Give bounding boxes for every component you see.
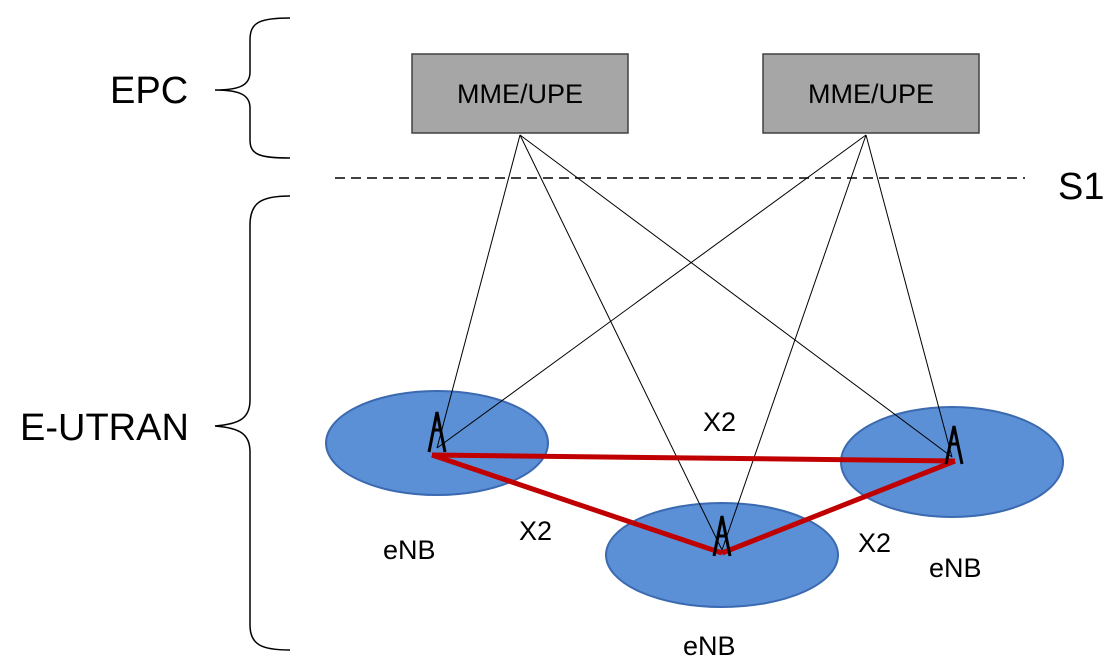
enb-left-cell[interactable] xyxy=(325,390,549,496)
s1-link xyxy=(519,134,723,551)
x2-links xyxy=(431,452,956,556)
x2-link-top xyxy=(431,452,956,464)
x2-left-label: X2 xyxy=(519,516,552,546)
mme-upe-right-node[interactable]: MME/UPE xyxy=(762,53,980,134)
e-utran-label: E-UTRAN xyxy=(20,407,189,449)
antenna-tower-icon xyxy=(712,515,732,557)
x2-right-label: X2 xyxy=(858,528,891,558)
s1-link xyxy=(436,134,521,449)
e-utran-brace xyxy=(214,195,291,651)
x2-link-right xyxy=(721,458,956,556)
s1-links xyxy=(436,134,953,551)
mme-upe-right-box[interactable] xyxy=(762,53,980,134)
mme-upe-left-label: MME/UPE xyxy=(457,79,583,109)
enb-bottom-label: eNB xyxy=(683,631,736,661)
enb-right-label: eNB xyxy=(929,553,982,583)
mme-upe-left-node[interactable]: MME/UPE xyxy=(411,53,629,134)
x2-link-left xyxy=(431,452,723,556)
epc-label: EPC xyxy=(110,70,188,112)
s1-link xyxy=(721,134,867,551)
antenna-tower-icon xyxy=(944,425,964,465)
enb-left-label: eNB xyxy=(383,535,436,565)
antenna-tower-icon xyxy=(427,411,447,453)
s1-link xyxy=(436,134,867,449)
s1-link xyxy=(865,134,953,458)
s1-label: S1 xyxy=(1058,166,1104,208)
mme-upe-left-box[interactable] xyxy=(411,53,629,134)
s1-link xyxy=(519,134,953,458)
mme-upe-right-label: MME/UPE xyxy=(808,79,934,109)
epc-brace xyxy=(214,17,291,159)
x2-top-label: X2 xyxy=(703,407,736,437)
